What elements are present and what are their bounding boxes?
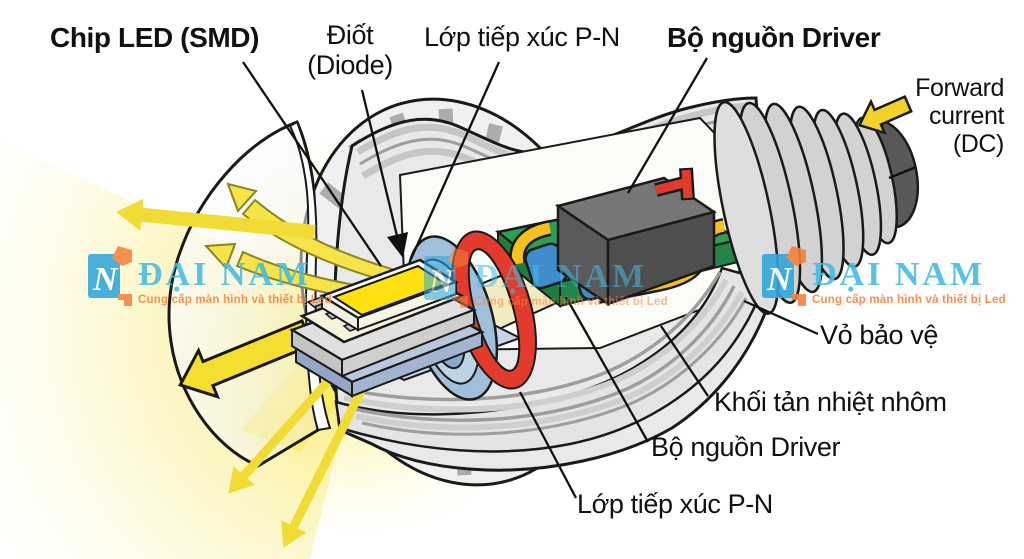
leader-vo-bao-ve <box>743 299 819 336</box>
leader-driver-bottom <box>564 296 650 443</box>
label-driver-bottom: Bộ nguồn Driver <box>651 432 841 462</box>
leader-chip-led <box>242 61 382 267</box>
leader-heatsink <box>660 325 709 397</box>
label-forward-line3: (DC) <box>952 130 1005 158</box>
leader-pn-bottom <box>518 391 578 499</box>
label-forward-current: Forward current (DC) <box>858 74 1004 158</box>
label-forward-line1: Forward <box>915 74 1004 102</box>
driver-box <box>555 176 717 307</box>
label-driver-top: Bộ nguồn Driver <box>667 22 881 53</box>
leader-dc <box>888 165 917 180</box>
red-connector-pin <box>654 167 695 201</box>
label-chip-led: Chip LED (SMD) <box>50 22 260 53</box>
label-diode-line1: Điốt <box>326 20 374 50</box>
diode-pointer-arrowhead <box>387 232 408 258</box>
leader-lines <box>242 57 917 499</box>
leader-diode <box>360 89 399 237</box>
forward-current-arrow <box>857 95 913 135</box>
label-pn-top: Lớp tiếp xúc P-N <box>424 22 620 52</box>
screw-base <box>713 100 919 315</box>
label-forward-line2: current <box>928 102 1004 130</box>
ray-arrow-thin <box>228 359 349 494</box>
label-pn-bottom: Lớp tiếp xúc P-N <box>577 489 773 519</box>
led-chip-assembly <box>289 258 485 398</box>
leader-driver-top <box>627 57 708 194</box>
ray-arrow-thin <box>281 380 370 548</box>
leader-pn-top <box>409 61 501 260</box>
label-heatsink: Khối tản nhiệt nhôm <box>714 387 947 417</box>
label-diode-line2: (Diode) <box>307 50 393 81</box>
ray-arrow-left <box>115 198 316 239</box>
heatsink-fin-stack <box>334 266 766 453</box>
ray-arrow-downleft <box>178 319 314 400</box>
label-vo-bao-ve: Vỏ bảo vệ <box>820 320 938 350</box>
label-diode: Điốt (Diode) <box>298 20 402 80</box>
